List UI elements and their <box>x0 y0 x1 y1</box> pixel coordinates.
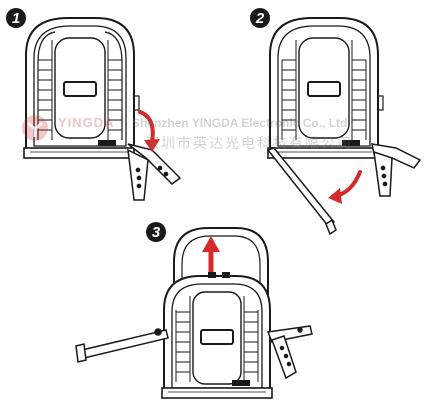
center-panel <box>298 37 350 139</box>
swing-pole <box>266 147 337 236</box>
watermark: YINGDA Shenzhen YINGDA Electronic Co., L… <box>20 113 420 153</box>
right-leg-bracket <box>371 143 422 197</box>
step-number: 3 <box>151 223 161 241</box>
panel-step-3 <box>75 227 313 399</box>
center-panel <box>192 291 242 385</box>
right-bracket <box>266 325 313 380</box>
folding-leg <box>127 143 182 201</box>
ladder-left <box>37 31 56 140</box>
watermark-brand: YINGDA <box>58 115 115 130</box>
ladder-rungs <box>175 296 259 382</box>
arrow-down-right-icon <box>138 110 155 144</box>
watermark-company-cn: 深圳市英达光电科技有限公司 <box>145 136 353 152</box>
case-outer-shell <box>269 17 379 151</box>
step-number: 1 <box>11 9 21 27</box>
step-number: 2 <box>255 9 265 27</box>
watermark-company-en: Shenzhen YINGDA Electronic Co., Ltd. <box>132 116 351 130</box>
step-badge-1: 1 <box>6 8 26 28</box>
center-panel <box>54 37 106 139</box>
ladder-right <box>104 31 123 140</box>
handle-slot <box>200 329 234 345</box>
handle-slot <box>307 81 341 97</box>
panel-step-1 <box>23 17 182 201</box>
step-badge-2: 2 <box>250 8 270 28</box>
left-pole <box>75 328 169 363</box>
case-outer-shell <box>163 275 271 393</box>
ladder-rungs <box>281 40 367 140</box>
panel-step-2 <box>266 17 422 236</box>
step-badge-3: 3 <box>146 222 166 242</box>
case-inner-shell <box>277 25 371 147</box>
ladder-rungs <box>38 40 122 140</box>
case-base <box>161 387 273 399</box>
case-inner-shell <box>33 25 127 147</box>
case-outer-shell <box>25 17 135 151</box>
handle-slot <box>63 81 97 97</box>
brand-logo-icon <box>22 115 48 141</box>
